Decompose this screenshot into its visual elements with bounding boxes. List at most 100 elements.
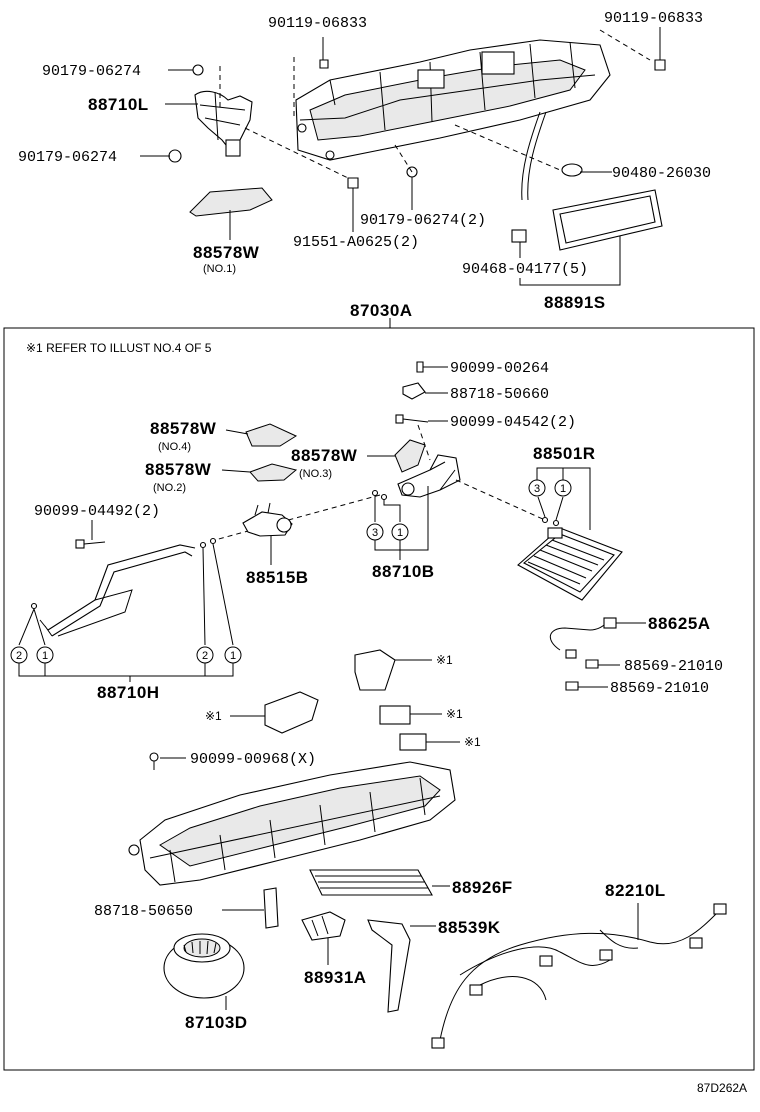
o-ring-illustration	[380, 493, 388, 501]
leader-line	[374, 496, 401, 522]
label-90099-00264: 90099-00264	[450, 360, 549, 377]
circle-number-1: 1	[42, 650, 48, 662]
leader-line	[18, 608, 46, 646]
dashed-guide-line	[394, 144, 413, 173]
ref-mark-1: ※1	[436, 653, 453, 667]
leader-line	[536, 467, 591, 530]
circle-number-1: 1	[560, 483, 566, 495]
leader-line	[202, 543, 234, 646]
label-88515b: 88515B	[246, 568, 309, 587]
label-88539k: 88539K	[438, 918, 501, 937]
label-88578w-no2-sub: (NO.2)	[153, 482, 186, 494]
label-88569-21010-b: 88569-21010	[610, 680, 709, 697]
label-88718-50650: 88718-50650	[94, 903, 193, 920]
label-82210l: 82210L	[605, 881, 666, 900]
screw-90099-04542-illustration	[395, 414, 429, 424]
88931a-blower-resistor-illustration	[301, 911, 346, 941]
88539k-drain-hose-illustration	[367, 919, 411, 1013]
dashed-guide-line	[599, 29, 651, 61]
circle-number-3: 3	[372, 527, 378, 539]
ref-mark-2: ※1	[205, 709, 222, 723]
label-88710h: 88710H	[97, 683, 160, 702]
servo-motor-illustration	[399, 733, 427, 751]
clip-88569-21010-illustration	[585, 659, 599, 669]
label-88578w-no1: 88578W	[193, 243, 260, 262]
label-87103d: 87103D	[185, 1013, 248, 1032]
screw-90099-04492-illustration	[75, 539, 106, 549]
dashed-guide-line	[214, 494, 381, 541]
label-90119-06833-right: 90119-06833	[604, 10, 703, 27]
clip-88569-21010-illustration	[565, 681, 579, 691]
servo-motor-illustration	[379, 705, 411, 725]
dashed-guide-line	[244, 127, 349, 179]
label-87030a: 87030A	[350, 301, 413, 320]
o-ring-illustration	[541, 516, 549, 524]
label-88578w-no4: 88578W	[150, 419, 217, 438]
leader-line	[18, 663, 234, 682]
o-ring-illustration	[371, 489, 379, 497]
clamp-88718-50650-illustration	[263, 887, 279, 929]
ref-mark-4: ※1	[464, 735, 481, 749]
dashed-guide-line	[455, 479, 546, 521]
88501r-evaporator-illustration	[517, 527, 623, 601]
servo-motor-plate-illustration	[264, 691, 319, 734]
dashed-guide-line	[417, 424, 431, 461]
circle-number-2: 2	[202, 650, 208, 662]
o-ring-illustration	[30, 602, 38, 610]
label-90099-00968: 90099-00968(X)	[190, 751, 316, 768]
88710l-tube-assembly-illustration	[194, 90, 253, 157]
circle-number-2: 2	[16, 650, 22, 662]
leader-line	[537, 496, 564, 521]
88625a-thermistor-illustration	[550, 617, 617, 659]
o-ring-illustration	[199, 541, 207, 549]
reference-note: ※1 REFER TO ILLUST NO.4 OF 5	[26, 341, 212, 355]
label-91551-a0625: 91551-A0625(2)	[293, 234, 419, 251]
circle-number-1: 1	[397, 527, 403, 539]
label-88578w-no1-sub: (NO.1)	[203, 263, 236, 275]
88710b-expansion-valve-illustration	[397, 454, 461, 498]
screw-90099-00264-illustration	[416, 361, 448, 373]
88578w-no4-insulator-illustration	[245, 423, 298, 447]
label-88710l: 88710L	[88, 95, 149, 114]
label-90468-04177: 90468-04177(5)	[462, 261, 588, 278]
label-90179-06274-2: 90179-06274(2)	[360, 212, 486, 229]
label-88578w-no3: 88578W	[291, 446, 358, 465]
82210l-wire-harness-illustration	[431, 903, 727, 1049]
clamp-88718-50660-illustration	[402, 382, 426, 400]
lower-ac-housing-illustration	[128, 761, 456, 886]
label-90119-06833-left: 90119-06833	[268, 15, 367, 32]
87030a-assembly-frame	[3, 327, 755, 1071]
label-88501r: 88501R	[533, 444, 596, 463]
label-88718-50660: 88718-50660	[450, 386, 549, 403]
88515b-valve-illustration	[242, 502, 293, 537]
circle-number-3: 3	[534, 483, 540, 495]
leader-line	[374, 486, 429, 560]
o-ring-illustration	[209, 537, 217, 545]
leader-line	[225, 429, 249, 435]
label-88578w-no4-sub: (NO.4)	[158, 441, 191, 453]
label-88578w-no3-sub: (NO.3)	[299, 468, 332, 480]
label-88891s: 88891S	[544, 293, 606, 312]
diagram-code: 87D262A	[697, 1081, 747, 1095]
label-90179-06274-b: 90179-06274	[18, 149, 117, 166]
servo-bracket-illustration	[354, 649, 396, 691]
upper-ac-housing-illustration	[295, 39, 611, 201]
screw-90099-00968-illustration	[149, 752, 159, 770]
88578w-no2-insulator-illustration	[249, 463, 298, 482]
label-90480-26030: 90480-26030	[612, 165, 711, 182]
88578w-no3-insulator-illustration	[394, 439, 426, 473]
label-90179-06274-a: 90179-06274	[42, 63, 141, 80]
label-88931a: 88931A	[304, 968, 367, 987]
87103d-blower-motor-illustration	[163, 933, 245, 999]
label-88625a: 88625A	[648, 614, 711, 633]
label-90099-04492: 90099-04492(2)	[34, 503, 160, 520]
leader-line	[221, 469, 251, 473]
leader-line	[519, 236, 621, 286]
label-88710b: 88710B	[372, 562, 435, 581]
dashed-guide-line	[454, 124, 561, 171]
label-88569-21010-a: 88569-21010	[624, 658, 723, 675]
circle-number-1: 1	[230, 650, 236, 662]
88578w-no1-insulator-illustration	[189, 187, 273, 217]
